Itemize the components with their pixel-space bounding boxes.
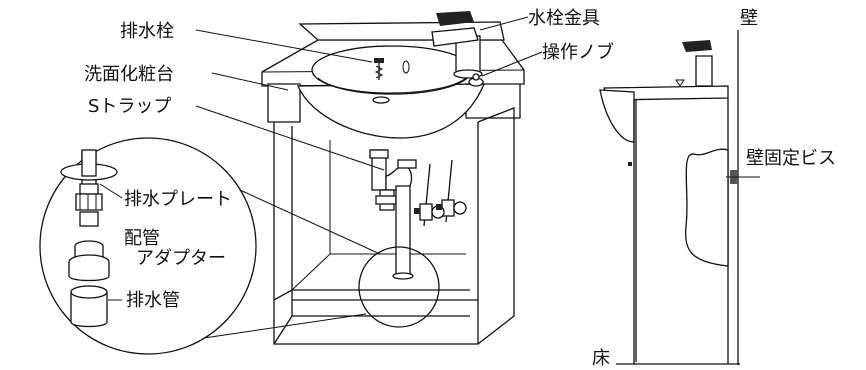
label-pipe-adapter-line2: アダプター (136, 248, 226, 269)
label-drain-plate: 排水プレート (124, 189, 232, 210)
label-vanity: 洗面化粧台 (84, 64, 174, 85)
label-pipe-adapter-line1: 配管 (124, 228, 160, 249)
knob-part (468, 73, 484, 87)
s-trap-part (369, 149, 417, 277)
label-floor: 床 (592, 348, 610, 369)
vanity-illustration (261, 11, 525, 345)
supply-valves (414, 159, 467, 227)
detail-circle (39, 137, 381, 355)
label-drain-pipe: 排水管 (126, 290, 180, 311)
label-knob: 操作ノブ (542, 41, 614, 63)
label-drain-plug: 排水栓 (120, 21, 174, 42)
floor-pipe-highlight (358, 246, 440, 328)
faucet-part (431, 11, 483, 79)
label-faucet: 水栓金具 (528, 8, 600, 29)
side-view (599, 30, 760, 365)
label-wall: 壁 (740, 8, 758, 29)
label-wall-screw: 壁固定ビス (746, 148, 836, 169)
labels: 排水栓 洗面化粧台 Sトラップ 水栓金具 操作ノブ 排水プレート 配管 アダプタ… (84, 8, 836, 369)
drain-plug-part (372, 58, 390, 104)
label-s-trap: Sトラップ (88, 96, 171, 117)
